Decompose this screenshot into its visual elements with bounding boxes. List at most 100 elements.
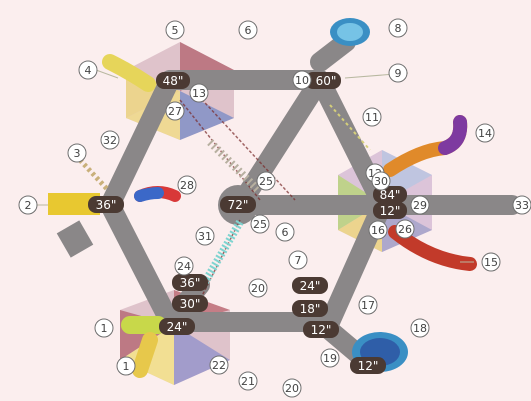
- svg-text:12": 12": [380, 204, 401, 218]
- svg-text:13: 13: [192, 87, 206, 100]
- svg-text:24": 24": [300, 279, 321, 293]
- svg-text:33: 33: [515, 199, 529, 212]
- svg-text:6: 6: [245, 24, 252, 37]
- svg-text:32: 32: [103, 134, 117, 147]
- height-badges: 48" 60" 36" 72" 84" 12" 36" 30": [88, 72, 407, 374]
- callout-30: 30: [371, 171, 391, 191]
- svg-text:15: 15: [484, 256, 498, 269]
- svg-text:28: 28: [180, 179, 194, 192]
- callout-24: 24: [174, 256, 194, 276]
- callout-25-upper: 25: [256, 171, 276, 191]
- svg-text:3: 3: [74, 147, 81, 160]
- callout-13: 13: [189, 83, 209, 103]
- callout-26: 26: [395, 219, 415, 239]
- svg-text:30": 30": [180, 297, 201, 311]
- svg-text:6: 6: [282, 226, 289, 239]
- svg-text:16: 16: [371, 224, 385, 237]
- svg-text:19: 19: [323, 352, 337, 365]
- callout-2: 2: [18, 195, 38, 215]
- svg-text:1: 1: [101, 322, 108, 335]
- callout-27: 27: [165, 101, 185, 121]
- climbers: [48, 104, 371, 285]
- svg-text:1: 1: [123, 360, 130, 373]
- callout-11: 11: [362, 107, 382, 127]
- callout-4: 4: [78, 60, 98, 80]
- callout-32: 32: [100, 130, 120, 150]
- callout-17: 17: [358, 295, 378, 315]
- callout-28: 28: [177, 175, 197, 195]
- svg-text:48": 48": [163, 74, 184, 88]
- svg-text:36": 36": [96, 198, 117, 212]
- callout-18: 18: [410, 318, 430, 338]
- svg-text:18": 18": [300, 302, 321, 316]
- svg-text:72": 72": [228, 198, 249, 212]
- callout-19: 19: [320, 348, 340, 368]
- svg-text:25: 25: [259, 175, 273, 188]
- svg-text:29: 29: [413, 199, 427, 212]
- callout-10: 10: [292, 70, 312, 90]
- callout-7: 7: [288, 250, 308, 270]
- svg-text:20: 20: [285, 382, 299, 395]
- svg-text:30: 30: [374, 175, 388, 188]
- height-badge-72: 72": [220, 196, 256, 213]
- svg-text:22: 22: [212, 359, 226, 372]
- callout-33: 33: [512, 195, 531, 215]
- height-badge-24-right: 24": [292, 277, 328, 294]
- svg-text:12": 12": [311, 323, 332, 337]
- svg-text:5: 5: [172, 24, 179, 37]
- callout-25-lower: 25: [250, 214, 270, 234]
- callout-20-bottom: 20: [282, 378, 302, 398]
- height-badge-36-center: 36": [172, 274, 208, 291]
- svg-text:20: 20: [251, 282, 265, 295]
- callout-9: 9: [388, 63, 408, 83]
- height-badge-12-bottom: 12": [350, 357, 386, 374]
- svg-text:12": 12": [358, 359, 379, 373]
- callout-15: 15: [481, 252, 501, 272]
- svg-text:18: 18: [413, 322, 427, 335]
- svg-text:11: 11: [365, 111, 379, 124]
- svg-text:84": 84": [380, 188, 401, 202]
- svg-text:27: 27: [168, 105, 182, 118]
- height-badge-60: 60": [305, 72, 341, 89]
- height-badge-12-top: 12": [373, 202, 407, 219]
- svg-text:25: 25: [253, 218, 267, 231]
- callout-14: 14: [475, 123, 495, 143]
- svg-text:10: 10: [295, 74, 309, 87]
- callout-8: 8: [388, 18, 408, 38]
- svg-text:24: 24: [177, 260, 191, 273]
- callout-6-center: 6: [275, 222, 295, 242]
- svg-text:36": 36": [180, 276, 201, 290]
- height-badge-24-left: 24": [159, 318, 195, 335]
- callout-6-top: 6: [238, 20, 258, 40]
- height-badge-12-mid: 12": [303, 321, 339, 338]
- svg-text:31: 31: [198, 230, 212, 243]
- svg-text:26: 26: [398, 223, 412, 236]
- callouts: 1 1 2 3 4 5 6 6 7 8 9 10 11 12 13 14 15 …: [18, 18, 531, 398]
- callout-16: 16: [368, 220, 388, 240]
- svg-text:60": 60": [316, 74, 337, 88]
- callout-3: 3: [67, 143, 87, 163]
- callout-1-lower: 1: [116, 356, 136, 376]
- svg-text:2: 2: [25, 199, 32, 212]
- height-badge-48: 48": [156, 72, 190, 89]
- svg-text:21: 21: [241, 375, 255, 388]
- callout-5: 5: [165, 20, 185, 40]
- callout-29: 29: [410, 195, 430, 215]
- callout-31: 31: [195, 226, 215, 246]
- svg-text:17: 17: [361, 299, 375, 312]
- svg-text:14: 14: [478, 127, 492, 140]
- height-badge-36-left: 36": [88, 196, 124, 213]
- svg-text:9: 9: [395, 67, 402, 80]
- svg-text:4: 4: [85, 64, 92, 77]
- callout-22: 22: [209, 355, 229, 375]
- callout-1-upper: 1: [94, 318, 114, 338]
- height-badge-30: 30": [172, 295, 208, 312]
- svg-text:7: 7: [295, 254, 302, 267]
- svg-text:8: 8: [395, 22, 402, 35]
- callout-20-middle: 20: [248, 278, 268, 298]
- svg-text:24": 24": [167, 320, 188, 334]
- height-badge-18: 18": [292, 300, 328, 317]
- callout-21: 21: [238, 371, 258, 391]
